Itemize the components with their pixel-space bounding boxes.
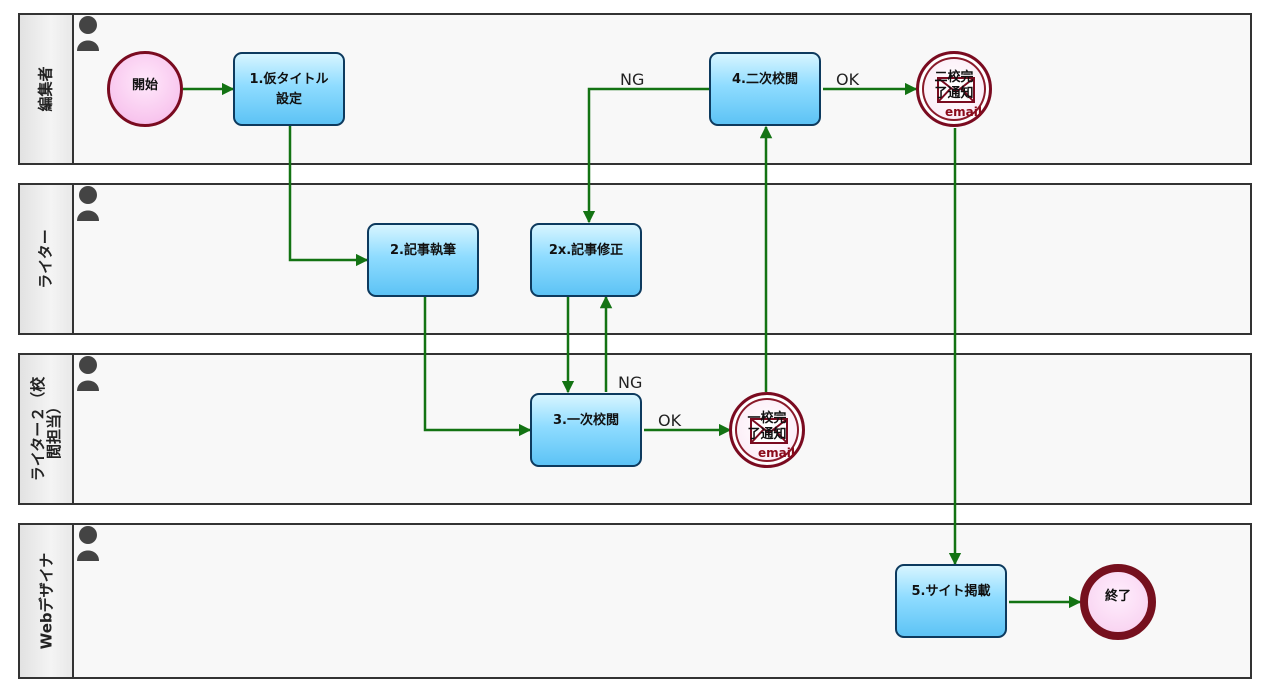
envelope-icon <box>750 418 788 444</box>
lane-header <box>20 185 74 333</box>
person-icon <box>77 356 99 391</box>
task-2x-revise-article[interactable]: 2x.記事修正 <box>530 223 642 297</box>
envelope-icon <box>937 77 975 103</box>
second-review-notify-event[interactable]: 二校完 了通知 email <box>916 51 992 127</box>
first-review-notify-event[interactable]: 一校完 了通知 email <box>729 392 805 468</box>
task-4-second-review[interactable]: 4.二次校閲 <box>709 52 821 126</box>
end-event[interactable]: 終了 <box>1080 564 1156 640</box>
notify-channel: email <box>758 446 795 460</box>
notify-line1: 一校完 <box>747 411 787 426</box>
person-icon <box>77 186 99 221</box>
label-task4-ok: OK <box>836 70 860 89</box>
start-event[interactable]: 開始 <box>107 51 183 127</box>
flow-task4-ng-to-task2x <box>582 87 709 224</box>
lane-header <box>20 15 74 163</box>
flow-task1-to-task2 <box>288 126 369 267</box>
notify-channel: email <box>945 105 982 119</box>
task-3-first-review[interactable]: 3.一次校閲 <box>530 393 642 467</box>
flow-task2-to-task3 <box>423 297 532 437</box>
lane-header <box>20 355 74 503</box>
label-task4-ng: NG <box>620 70 645 89</box>
label-task3-ng: NG <box>618 373 643 392</box>
person-icon <box>77 16 99 51</box>
task-1-draft-title[interactable]: 1.仮タイトル 設定 <box>233 52 345 126</box>
task-2-write-article[interactable]: 2.記事執筆 <box>367 223 479 297</box>
task-5-publish[interactable]: 5.サイト掲載 <box>895 564 1007 638</box>
person-icon <box>77 526 99 561</box>
notify-line1: 二校完 <box>934 70 974 85</box>
notify-line2: 了通知 <box>934 86 974 101</box>
label-task3-ok: OK <box>658 411 682 430</box>
lane-header <box>20 525 74 677</box>
notify-line2: 了通知 <box>747 427 787 442</box>
